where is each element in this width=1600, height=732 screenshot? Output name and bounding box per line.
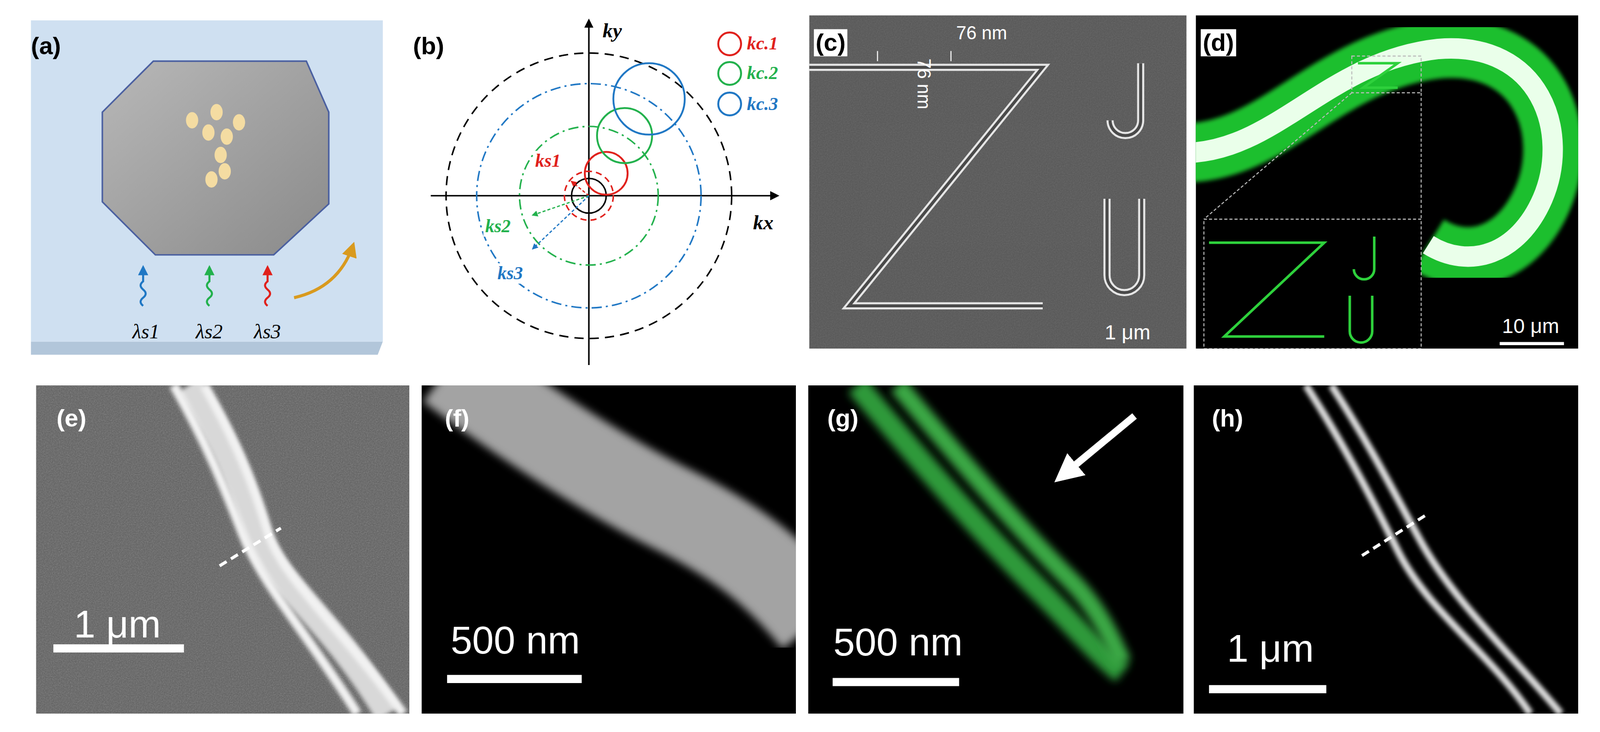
panel-label: kx [753,211,774,234]
legend-text: kc.2 [746,63,778,84]
panel-label: (h) [1212,404,1244,433]
legend-text: kc.3 [746,94,778,115]
panel-label: ks3 [495,263,526,284]
panel-label: ks2 [483,216,513,237]
panel-label: (b) [412,32,444,60]
panel-label: (d) [1200,29,1236,57]
panel-label: λs3 [253,320,281,343]
panel-label: ks1 [533,151,564,172]
panel-label: (c) [813,29,848,57]
panel-label: 10 μm [1502,315,1560,338]
panel-label: 500 nm [833,621,963,665]
panel-label: 500 nm [450,619,581,663]
legend-swatch [717,61,742,86]
panel-label: 1 μm [1227,627,1314,671]
legend-swatch [717,31,742,56]
panel-label: λs1 [132,320,160,343]
panel-label: λs2 [195,320,223,343]
panel-label: ky [602,19,623,42]
legend-text: kc.1 [746,33,778,55]
panel-label: (g) [827,404,859,433]
panel-label: 76 nm [955,23,1007,45]
legend-swatch [717,91,742,116]
panel-label: (f) [444,404,469,433]
panel-label: 1 μm [1104,321,1151,344]
panel-label: (a) [31,32,62,60]
panel-label: 76 nm [913,58,934,110]
panel-label: 1 μm [73,603,161,647]
panel-label: (e) [56,404,87,433]
